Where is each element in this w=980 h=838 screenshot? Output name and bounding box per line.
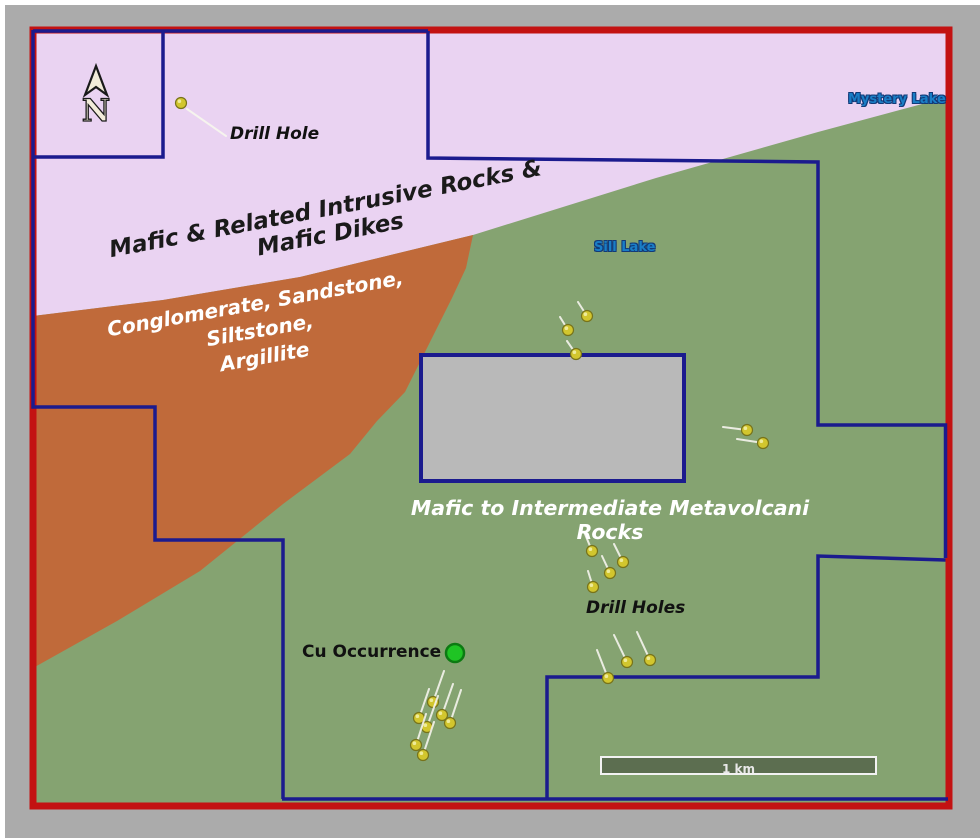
drill-hole-pin <box>620 655 634 669</box>
drill-hole-pin <box>585 544 599 558</box>
label-cu-occurrence: Cu Occurrence <box>302 642 442 662</box>
drill-hole-pin-highlight <box>412 741 417 745</box>
boundary-west-steps <box>31 30 285 799</box>
drill-hole-pin <box>601 671 615 685</box>
drill-hole-pin <box>443 716 457 730</box>
drill-hole-pin-tail <box>433 670 445 698</box>
boundary-southeast-steps <box>545 554 946 799</box>
region-sedimentary <box>33 235 473 668</box>
drill-hole-pin-highlight <box>646 656 651 660</box>
north-arrow-icon: N <box>81 62 111 130</box>
drill-hole-pin <box>416 748 430 762</box>
drill-hole-pin <box>756 436 770 450</box>
drill-hole-leader-line <box>186 108 227 137</box>
scale-bar: 1 km <box>600 756 877 776</box>
drill-hole-pin-tail <box>596 649 608 674</box>
drill-hole-pin-tail <box>613 543 623 560</box>
drill-hole-pin-highlight <box>446 719 451 723</box>
drill-hole-pin <box>586 580 600 594</box>
drill-hole-pin-highlight <box>572 350 577 355</box>
drill-hole-pin-tail <box>419 688 430 714</box>
drill-hole-pin-highlight <box>423 723 428 727</box>
cu-occurrence-point <box>444 642 466 664</box>
drill-hole-pin-tail <box>427 695 439 723</box>
drill-hole-pin <box>409 738 423 752</box>
drill-hole-pin-highlight <box>564 326 569 331</box>
drill-hole-pin-highlight <box>429 698 434 702</box>
drill-hole-pin-tail <box>442 683 454 711</box>
drill-hole-pin-highlight <box>583 312 588 317</box>
drill-hole-pin-highlight <box>438 711 443 715</box>
drill-hole-pin <box>616 555 630 569</box>
region-intrusive <box>33 27 952 316</box>
drill-hole-pin-highlight <box>606 569 611 573</box>
label-sill-lake: Sill Lake <box>594 240 656 255</box>
drill-hole-pin-highlight <box>415 714 420 718</box>
drill-hole-pin <box>569 347 583 361</box>
drill-hole-pin <box>740 423 754 437</box>
drill-hole-pin-highlight <box>419 751 424 755</box>
drill-hole-pin-highlight <box>177 99 182 103</box>
drill-hole-pin-highlight <box>604 674 609 678</box>
scale-bar-label: 1 km <box>721 762 755 776</box>
label-region-metavolcanic: Mafic to Intermediate Metavolcani Rocks <box>410 496 810 544</box>
boundary-nw-block <box>33 31 165 159</box>
drill-hole-pin-highlight <box>588 547 593 551</box>
drill-hole-pin-tail <box>636 631 649 656</box>
drill-hole-pin <box>580 309 594 323</box>
drill-hole-pin <box>603 566 617 580</box>
drill-hole-pin-tail <box>423 721 435 751</box>
drill-hole-pin <box>643 653 657 667</box>
drill-hole-pin-highlight <box>759 439 764 444</box>
drill-hole-pin-highlight <box>743 426 748 431</box>
drill-hole-pin-tail <box>450 689 462 719</box>
drill-hole-pin <box>561 323 575 337</box>
drill-hole-pin-tail <box>736 438 760 444</box>
drill-hole-pin-tail <box>613 634 626 659</box>
drill-hole-pin-highlight <box>619 558 624 562</box>
drill-hole-pin-tail <box>416 713 427 741</box>
north-arrow-letter: N <box>82 93 110 129</box>
drill-hole-pin-tail <box>722 426 744 431</box>
drill-hole-pin-highlight <box>623 658 628 662</box>
claim-block <box>419 353 686 483</box>
claim-boundaries <box>31 29 948 801</box>
drill-hole-pins-layer <box>174 96 770 762</box>
drill-hole-pin <box>174 96 188 110</box>
label-mystery-lake: Mystery Lake <box>848 92 946 107</box>
label-drill-holes: Drill Holes <box>586 598 686 618</box>
map-border <box>29 26 953 810</box>
label-drill-hole: Drill Hole <box>230 124 320 144</box>
boundary-north-central <box>426 31 948 558</box>
drill-hole-pin-highlight <box>589 583 594 587</box>
